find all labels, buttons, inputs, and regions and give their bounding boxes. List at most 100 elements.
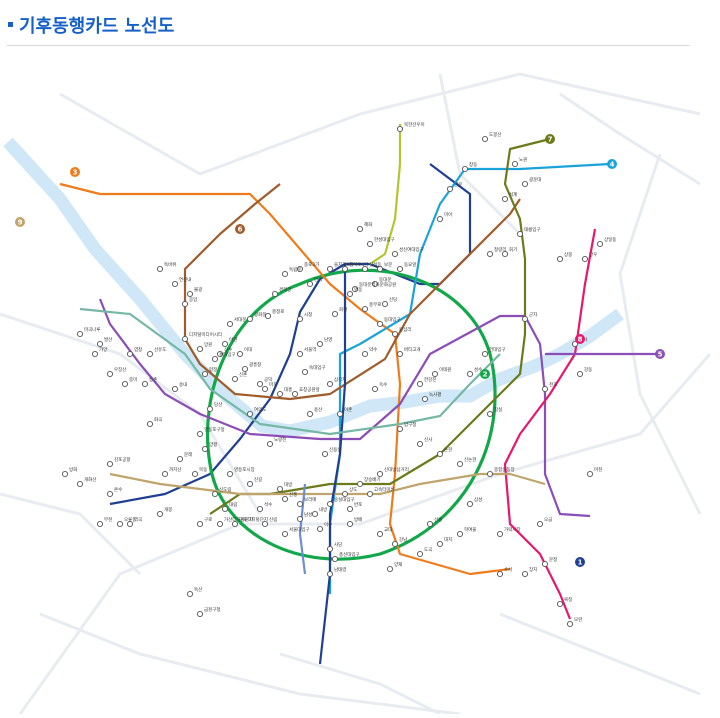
station-marker[interactable] xyxy=(141,380,149,388)
station-marker[interactable] xyxy=(271,290,279,298)
station-marker[interactable] xyxy=(201,445,209,453)
station-marker[interactable] xyxy=(296,265,304,273)
station-marker[interactable] xyxy=(336,410,344,418)
station-marker[interactable] xyxy=(386,565,394,573)
station-marker[interactable] xyxy=(376,470,384,478)
station-marker[interactable] xyxy=(481,350,489,358)
station-marker[interactable] xyxy=(516,230,524,238)
station-marker[interactable] xyxy=(541,385,549,393)
station-marker[interactable] xyxy=(226,470,234,478)
station-marker[interactable] xyxy=(276,485,284,493)
station-marker[interactable] xyxy=(301,368,309,376)
station-marker[interactable] xyxy=(316,525,324,533)
station-marker[interactable] xyxy=(106,490,114,498)
station-marker[interactable] xyxy=(391,330,399,338)
station-marker[interactable] xyxy=(211,490,219,498)
station-marker[interactable] xyxy=(331,555,339,563)
station-marker[interactable] xyxy=(586,470,594,478)
station-marker[interactable] xyxy=(486,410,494,418)
station-marker[interactable] xyxy=(431,370,439,378)
station-marker[interactable] xyxy=(316,340,324,348)
station-marker[interactable] xyxy=(376,530,384,538)
station-marker[interactable] xyxy=(241,365,249,373)
station-marker[interactable] xyxy=(76,330,84,338)
station-marker[interactable] xyxy=(356,480,364,488)
station-marker[interactable] xyxy=(396,425,404,433)
station-marker[interactable] xyxy=(566,620,574,628)
station-marker[interactable] xyxy=(296,315,304,323)
station-marker[interactable] xyxy=(91,350,99,358)
station-marker[interactable] xyxy=(351,285,359,293)
station-marker[interactable] xyxy=(356,225,364,233)
station-marker[interactable] xyxy=(521,315,529,323)
station-marker[interactable] xyxy=(341,265,349,273)
station-marker[interactable] xyxy=(191,470,199,478)
station-marker[interactable] xyxy=(126,350,134,358)
station-marker[interactable] xyxy=(156,510,164,518)
station-marker[interactable] xyxy=(216,520,224,528)
station-marker[interactable] xyxy=(511,160,519,168)
station-marker[interactable] xyxy=(376,320,384,328)
station-marker[interactable] xyxy=(396,265,404,273)
station-marker[interactable] xyxy=(366,490,374,498)
station-marker[interactable] xyxy=(216,350,224,358)
station-marker[interactable] xyxy=(126,520,134,528)
station-marker[interactable] xyxy=(361,350,369,358)
station-marker[interactable] xyxy=(156,265,164,273)
station-marker[interactable] xyxy=(346,505,354,513)
station-marker[interactable] xyxy=(396,125,404,133)
station-marker[interactable] xyxy=(486,250,494,258)
station-marker[interactable] xyxy=(496,530,504,538)
station-marker[interactable] xyxy=(521,570,529,578)
station-marker[interactable] xyxy=(416,440,424,448)
station-marker[interactable] xyxy=(256,380,264,388)
station-marker[interactable] xyxy=(361,265,369,273)
station-marker[interactable] xyxy=(576,370,584,378)
station-marker[interactable] xyxy=(281,495,289,503)
station-marker[interactable] xyxy=(206,405,214,413)
station-marker[interactable] xyxy=(361,305,369,313)
station-marker[interactable] xyxy=(116,520,124,528)
station-marker[interactable] xyxy=(181,335,189,343)
station-marker[interactable] xyxy=(326,570,334,578)
station-marker[interactable] xyxy=(221,505,229,513)
station-marker[interactable] xyxy=(436,450,444,458)
station-marker[interactable] xyxy=(501,195,509,203)
station-marker[interactable] xyxy=(246,315,254,323)
station-marker[interactable] xyxy=(461,165,469,173)
station-marker[interactable] xyxy=(456,530,464,538)
station-marker[interactable] xyxy=(581,255,589,263)
station-marker[interactable] xyxy=(421,395,429,403)
station-marker[interactable] xyxy=(326,500,334,508)
station-marker[interactable] xyxy=(376,265,384,273)
station-marker[interactable] xyxy=(276,390,284,398)
station-marker[interactable] xyxy=(571,340,579,348)
station-marker[interactable] xyxy=(416,380,424,388)
station-marker[interactable] xyxy=(466,500,474,508)
station-marker[interactable] xyxy=(181,300,189,308)
station-marker[interactable] xyxy=(266,440,274,448)
station-marker[interactable] xyxy=(146,350,154,358)
station-marker[interactable] xyxy=(186,290,194,298)
station-marker[interactable] xyxy=(341,490,349,498)
station-marker[interactable] xyxy=(346,520,354,528)
station-marker[interactable] xyxy=(436,540,444,548)
station-marker[interactable] xyxy=(196,345,204,353)
station-marker[interactable] xyxy=(541,560,549,568)
station-marker[interactable] xyxy=(311,510,319,518)
station-marker[interactable] xyxy=(291,390,299,398)
station-marker[interactable] xyxy=(264,312,272,320)
station-marker[interactable] xyxy=(326,265,334,273)
station-marker[interactable] xyxy=(261,385,269,393)
station-marker[interactable] xyxy=(231,375,239,383)
station-marker[interactable] xyxy=(486,470,494,478)
station-marker[interactable] xyxy=(196,430,204,438)
station-marker[interactable] xyxy=(76,480,84,488)
station-marker[interactable] xyxy=(211,355,219,363)
station-marker[interactable] xyxy=(196,520,204,528)
station-marker[interactable] xyxy=(366,240,374,248)
station-marker[interactable] xyxy=(481,135,489,143)
station-marker[interactable] xyxy=(261,520,269,528)
